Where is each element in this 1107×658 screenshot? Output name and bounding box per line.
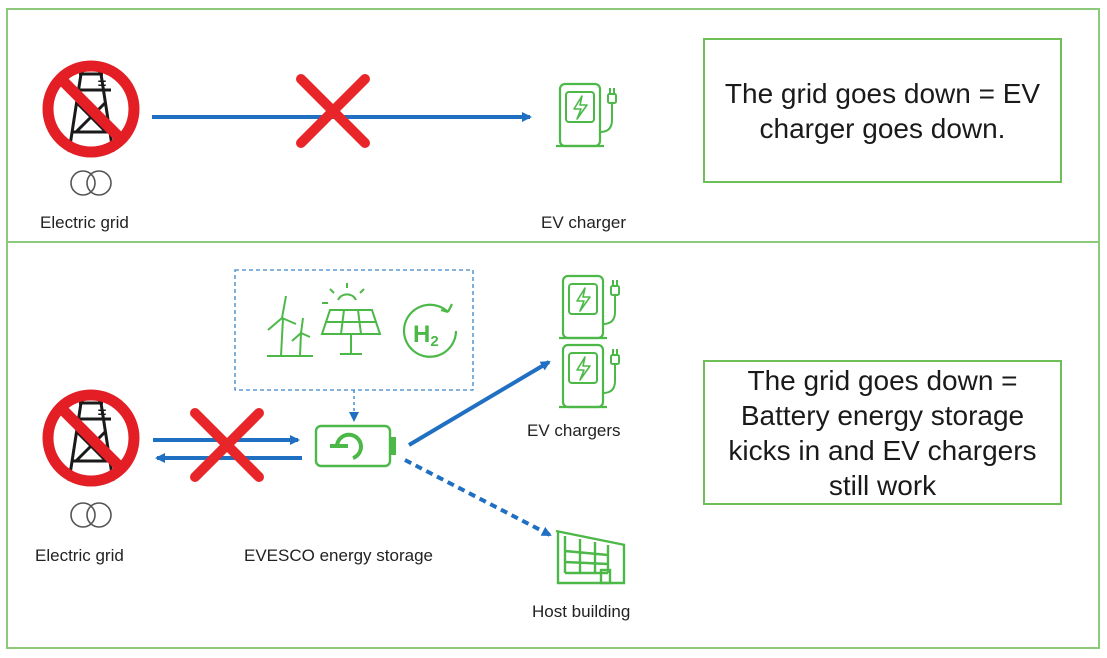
bottom-scenario-panel: [6, 241, 1100, 649]
renewables-dashed-box: [234, 269, 474, 391]
red-cross-icon: [195, 413, 259, 477]
svg-text:H2: H2: [413, 321, 439, 350]
bottom-message-text: The grid goes down = Battery energy stor…: [728, 364, 1037, 501]
transformer-icon: [70, 502, 112, 528]
prohibited-power-pylon-icon: [48, 66, 134, 152]
top-message-text: The grid goes down = EV charger goes dow…: [724, 77, 1041, 144]
storage-to-chargers-arrow: [407, 360, 551, 447]
building-label: Host building: [532, 602, 631, 621]
storage-label: EVESCO energy storage: [244, 546, 433, 565]
storage-to-building-arrow: [404, 458, 552, 537]
top-charger-label: EV charger: [541, 213, 627, 232]
top-message-box: The grid goes down = EV charger goes dow…: [703, 38, 1062, 183]
building-icon: [555, 529, 626, 585]
battery-icon: [314, 424, 396, 468]
prohibited-power-pylon-icon: [48, 395, 134, 481]
top-grid-label: Electric grid: [40, 213, 129, 232]
ev-charger-icon: [557, 274, 621, 340]
ev-charger-icon: [557, 343, 621, 409]
ev-charger-icon: [554, 82, 618, 148]
transformer-icon: [70, 170, 112, 196]
wind-turbine-icon: [267, 295, 313, 357]
chargers-label: EV chargers: [527, 421, 621, 440]
bottom-grid-label: Electric grid: [35, 546, 124, 565]
hydrogen-icon: H2: [402, 303, 458, 358]
red-cross-icon: [301, 79, 365, 143]
bottom-message-box: The grid goes down = Battery energy stor…: [703, 360, 1062, 505]
solar-panel-icon: [320, 283, 382, 355]
